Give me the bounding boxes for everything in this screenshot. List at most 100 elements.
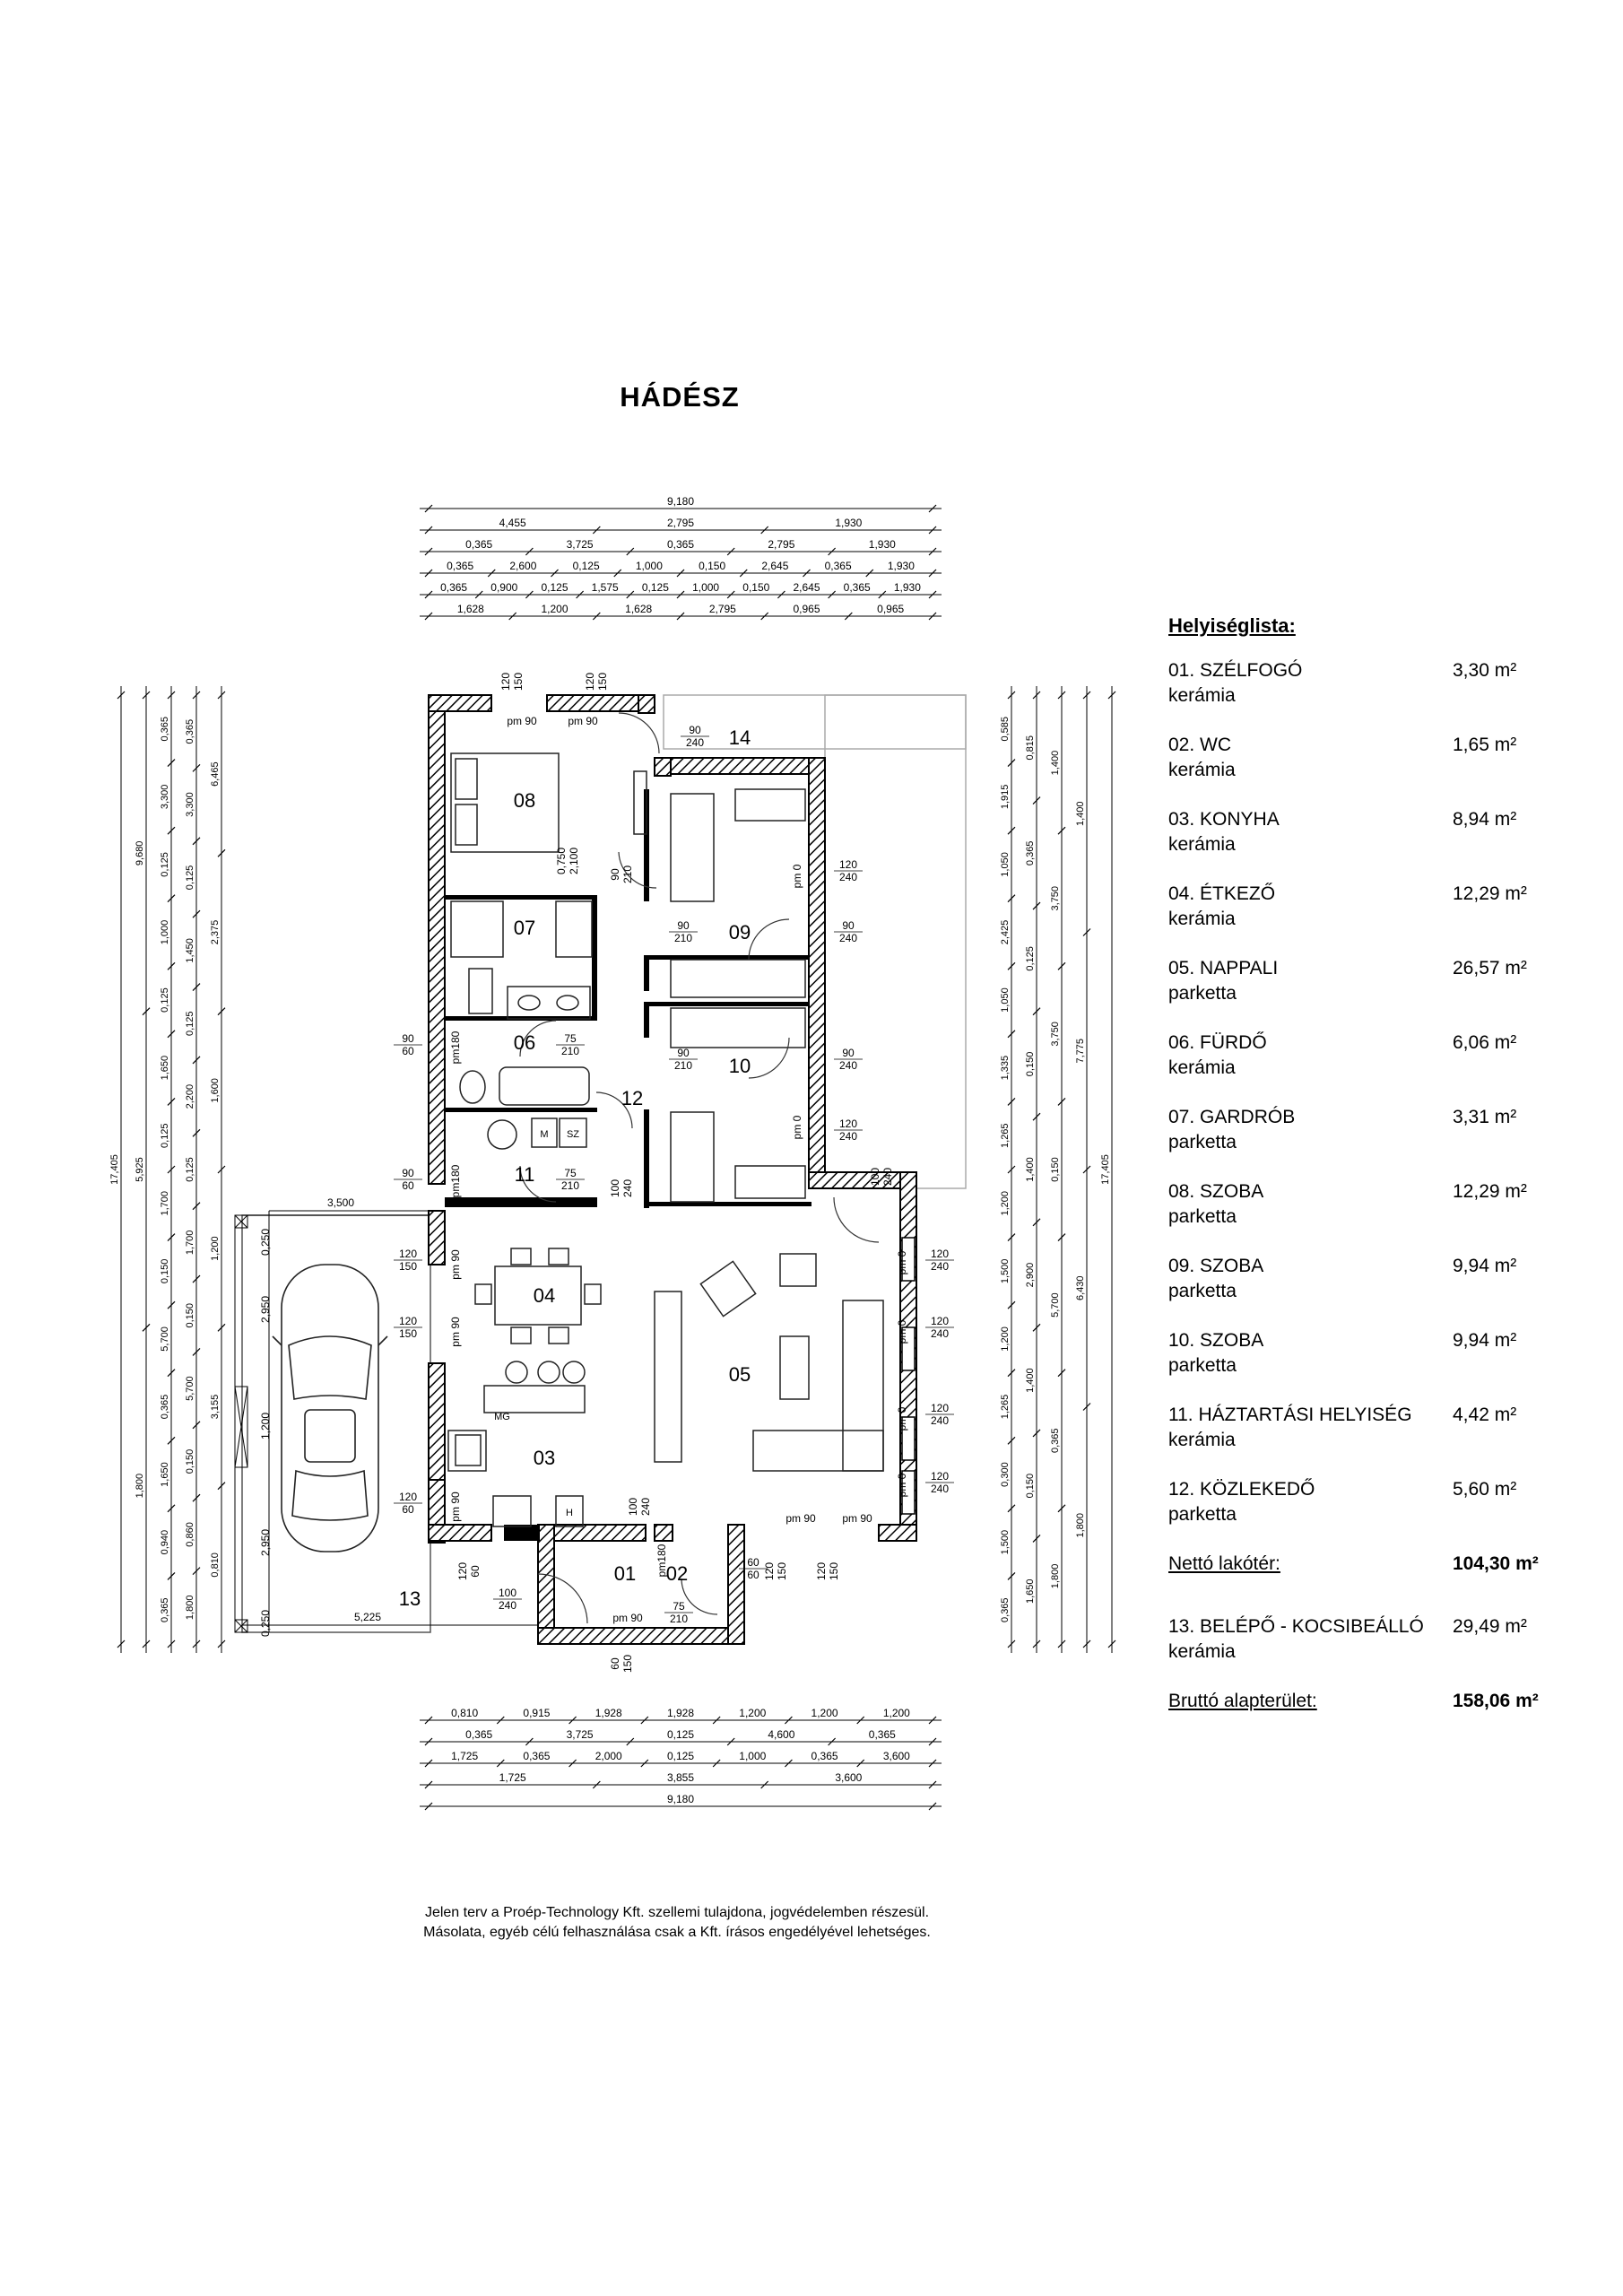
dimension-tick <box>424 1802 433 1811</box>
dimension-value: 2,795 <box>709 603 736 615</box>
dimension-tick <box>217 1007 226 1016</box>
dimension-value: 1,200 <box>1000 1191 1011 1216</box>
opening-size-label: 90 <box>677 1047 690 1059</box>
opening-size-label: 150 <box>621 1655 634 1673</box>
opening-size-label: 240 <box>881 1168 894 1186</box>
dimension-value: 3,300 <box>185 792 195 817</box>
room-floor: kerámia <box>1168 1057 1236 1078</box>
dimension-tick <box>592 526 601 535</box>
opening-size-label: 60 <box>747 1556 759 1569</box>
dimension-value: 0,300 <box>1000 1462 1011 1487</box>
room-area: 1,65 m² <box>1453 735 1517 755</box>
appliance-label-mg: MG <box>494 1412 510 1422</box>
dimension-value: 3,600 <box>883 1750 910 1762</box>
dimension-tick <box>828 590 837 599</box>
dimension-value: 3,300 <box>160 785 170 810</box>
dimension-value: 0,810 <box>210 1552 221 1578</box>
room-floor: parketta <box>1168 1281 1237 1301</box>
room-number-labels: 01 02 03 04 05 06 07 08 09 10 11 12 13 1… <box>399 726 751 1610</box>
opening-size-label: 90 <box>689 724 701 736</box>
dimension-value: 0,365 <box>465 538 492 551</box>
dimension-tick <box>192 837 201 846</box>
dimension-value: 0,860 <box>185 1522 195 1547</box>
dimension-tick <box>192 1202 201 1211</box>
dimension-tick <box>167 1369 176 1378</box>
dimension-tick <box>508 612 517 621</box>
room-number-11: 11 <box>515 1163 535 1186</box>
dimension-tick <box>1007 1233 1016 1241</box>
dimension-value: 2,645 <box>761 560 788 572</box>
dimension-value: 0,810 <box>451 1707 478 1719</box>
dimension-tick <box>1057 826 1066 835</box>
opening-size-label: 240 <box>839 1059 857 1072</box>
dimension-tick <box>217 1482 226 1491</box>
dimension-value: 0,150 <box>1050 1157 1061 1182</box>
opening-size-label: 60 <box>402 1503 414 1516</box>
dimension-tick <box>167 1098 176 1106</box>
opening-size-label: 120 <box>839 1118 857 1130</box>
terrace-area-top <box>663 694 967 750</box>
dimension-value: 3,750 <box>1050 886 1061 911</box>
dimension-value: 1,650 <box>1025 1578 1036 1604</box>
furniture <box>447 752 884 1527</box>
dimension-tick <box>676 590 685 599</box>
dimension-tick <box>167 1436 176 1445</box>
dimension-tick <box>1057 691 1066 700</box>
opening-size-label: pm 90 <box>449 1249 462 1280</box>
exterior-walls <box>428 694 917 1645</box>
dimension-value: 0,125 <box>160 1123 170 1148</box>
dimension-tick <box>192 1128 201 1137</box>
dimension-tick <box>142 1639 151 1648</box>
dimension-tick <box>928 1737 937 1746</box>
dimension-value: 0,150 <box>160 1259 170 1284</box>
room-number-01: 01 <box>614 1562 636 1585</box>
dimension-tick <box>1007 1165 1016 1174</box>
dimension-value: 1,628 <box>457 603 484 615</box>
dimension-tick <box>424 504 433 513</box>
dimension-tick <box>844 612 853 621</box>
dimension-value: 1,400 <box>1075 801 1086 826</box>
room-floor: kerámia <box>1168 1641 1236 1662</box>
interior-walls <box>445 789 812 1541</box>
room-number-02: 02 <box>666 1562 688 1585</box>
opening-size-label: 240 <box>839 1130 857 1143</box>
room-name: 11. HÁZTARTÁSI HELYISÉG <box>1168 1405 1412 1425</box>
dimension-value: 5,925 <box>135 1157 145 1182</box>
dimension-tick <box>676 612 685 621</box>
copyright-line-2: Másolata, egyéb célú felhasználása csak … <box>423 1925 931 1940</box>
opening-size-label: 240 <box>839 932 857 944</box>
carport-dimension-value: 0,250 <box>259 1229 272 1256</box>
gross-floor-area-row: Bruttó alapterület: 158,06 m² <box>1168 1689 1590 1716</box>
opening-size-label: 120 <box>584 673 596 691</box>
dimension-value: 0,150 <box>185 1449 195 1474</box>
dimension-value: 9,680 <box>135 841 145 866</box>
dimension-tick <box>1007 1098 1016 1106</box>
dimension-value: 0,150 <box>1025 1474 1036 1499</box>
room-name: 04. ÉTKEZŐ <box>1168 883 1276 904</box>
dimension-tick <box>1107 691 1116 700</box>
dimension-value: 0,150 <box>185 1303 195 1328</box>
dimension-value: 0,150 <box>1025 1052 1036 1077</box>
dimension-tick <box>1082 1639 1091 1648</box>
dimension-tick <box>192 1421 201 1430</box>
appliance-label-h: H <box>566 1508 573 1518</box>
dimension-tick <box>640 1716 649 1725</box>
dimension-value: 0,365 <box>160 1395 170 1420</box>
opening-size-label: 75 <box>564 1167 577 1179</box>
dimension-value: 1,265 <box>1000 1395 1011 1420</box>
dimension-tick <box>1032 691 1041 700</box>
dimension-tick <box>878 590 887 599</box>
room-area: 3,31 m² <box>1453 1107 1517 1127</box>
dimension-tick <box>726 590 735 599</box>
room-floor: kerámia <box>1168 834 1236 855</box>
dimension-tick <box>1032 1218 1041 1227</box>
dimension-tick <box>167 826 176 835</box>
dimension-value: 0,365 <box>869 1728 896 1741</box>
dimension-tick <box>142 691 151 700</box>
opening-size-label: 2,100 <box>568 848 580 874</box>
room-area: 9,94 m² <box>1453 1330 1517 1351</box>
room-area: 3,30 m² <box>1453 660 1517 681</box>
opening-size-label: 120 <box>499 673 512 691</box>
